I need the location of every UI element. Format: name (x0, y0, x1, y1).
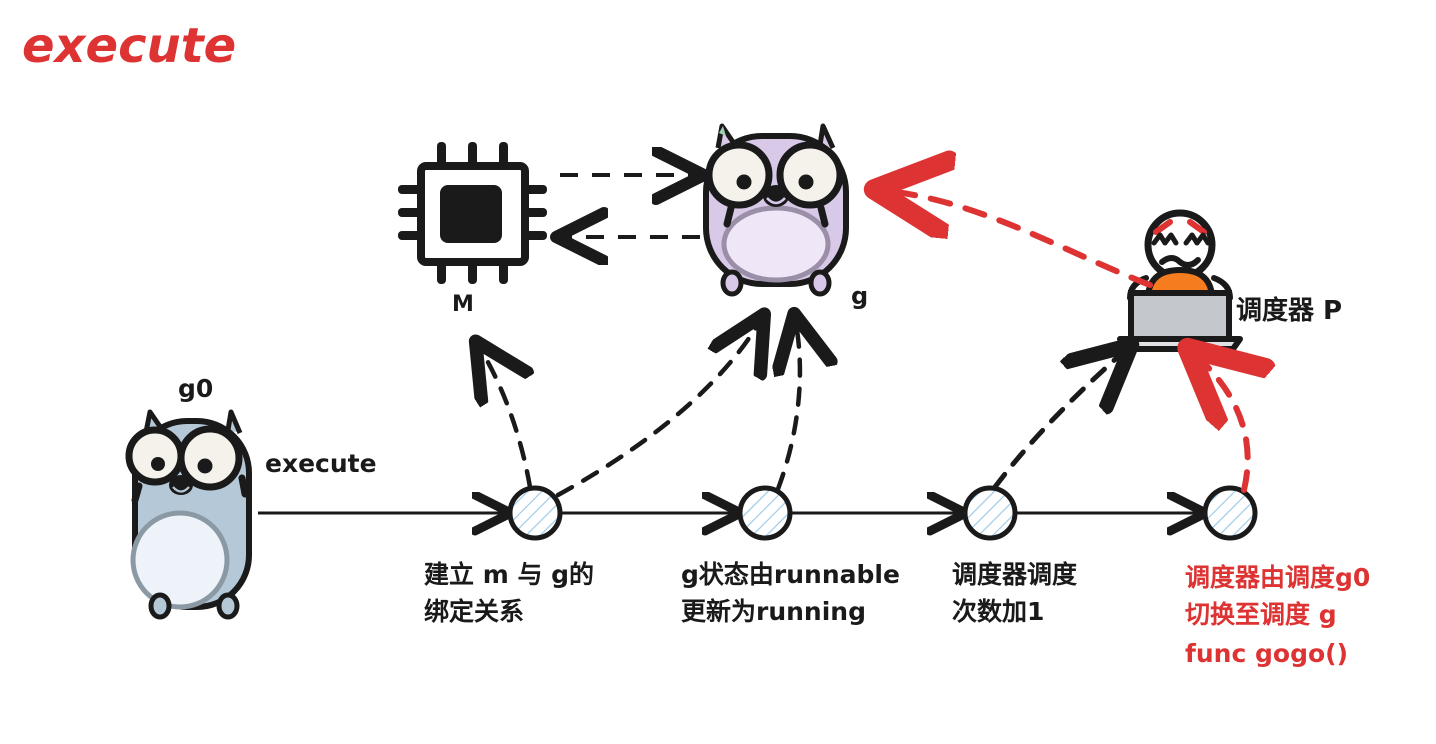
g0-label: g0 (178, 374, 213, 403)
node-2-caption: g状态由runnable 更新为running (681, 560, 900, 626)
gopher-g0-icon (125, 409, 252, 620)
svg-text:调度器调度: 调度器调度 (952, 560, 1077, 589)
arrow-p-to-g-red (880, 190, 1153, 288)
svg-text:g状态由runnable: g状态由runnable (681, 560, 900, 589)
svg-text:建立 m 与 g的: 建立 m 与 g的 (424, 560, 594, 589)
arrow-node2-to-g (778, 318, 800, 492)
arrow-node1-to-g (555, 318, 762, 498)
p-label: 调度器 P (1236, 295, 1342, 326)
gopher-g-icon (703, 123, 849, 297)
node-4-caption: 调度器由调度g0 切换至调度 g func gogo() (1185, 563, 1370, 668)
cpu-chip-icon (398, 142, 547, 284)
timeline-node-3[interactable] (962, 485, 1018, 541)
node-3-caption: 调度器调度 次数加1 (952, 560, 1077, 626)
svg-text:更新为running: 更新为running (681, 597, 866, 626)
timeline-node-1[interactable] (507, 485, 563, 541)
svg-text:func gogo(): func gogo() (1185, 639, 1348, 668)
timeline-node-4[interactable] (1202, 485, 1258, 541)
svg-text:调度器由调度g0: 调度器由调度g0 (1185, 563, 1370, 592)
g-label: g (851, 282, 868, 310)
arrow-node1-to-m (478, 345, 530, 490)
timeline-node-2[interactable] (737, 485, 793, 541)
node-1-caption: 建立 m 与 g的 绑定关系 (424, 560, 594, 626)
arrow-node4-to-p-red (1192, 352, 1248, 493)
arrow-node3-to-p (992, 348, 1128, 490)
svg-text:绑定关系: 绑定关系 (424, 597, 524, 626)
page-title: execute (22, 18, 236, 74)
execute-edge-label: execute (265, 449, 377, 478)
svg-text:次数加1: 次数加1 (952, 597, 1044, 626)
svg-text:切换至调度 g: 切换至调度 g (1185, 600, 1337, 629)
m-label: M (452, 292, 474, 317)
